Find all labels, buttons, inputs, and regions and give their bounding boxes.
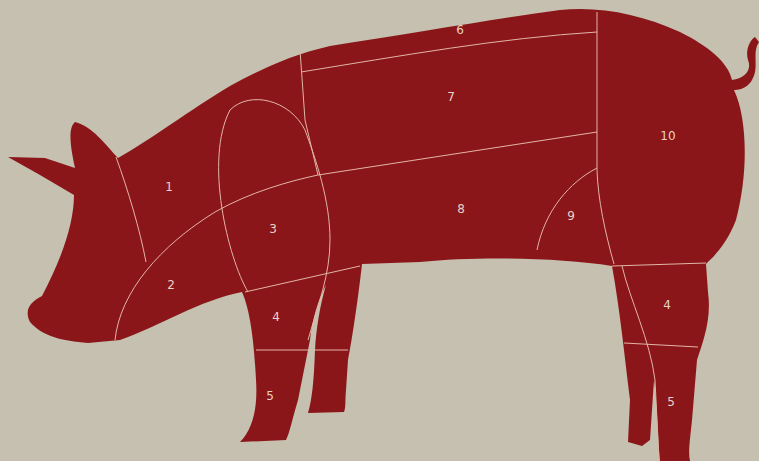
callout-number: 2	[167, 279, 175, 291]
callout-number: 8	[457, 203, 465, 215]
callout-number: 9	[567, 210, 575, 222]
callout-number: 7	[447, 91, 455, 103]
callout-number: 1	[165, 181, 173, 193]
callout-number: 5	[266, 390, 274, 402]
cut-line	[256, 350, 311, 351]
cut-line	[624, 343, 698, 347]
cut-line	[301, 32, 597, 72]
cut-lines	[115, 12, 706, 461]
cut-line	[597, 12, 614, 264]
cut-line	[245, 266, 360, 292]
cut-line	[622, 266, 659, 461]
callout-number: 5	[667, 396, 675, 408]
cut-line	[313, 350, 348, 351]
cut-line	[115, 132, 597, 340]
callout-number: 4	[272, 311, 280, 323]
cut-line	[300, 50, 318, 175]
callout-number: 10	[660, 130, 675, 142]
cut-line	[612, 263, 706, 266]
cut-line	[537, 168, 597, 250]
cut-line	[219, 100, 330, 340]
callout-number: 6	[456, 24, 464, 36]
callout-number: 4	[663, 299, 671, 311]
cut-line	[116, 157, 146, 262]
pig-silhouette	[8, 9, 759, 461]
callout-number: 3	[269, 223, 277, 235]
